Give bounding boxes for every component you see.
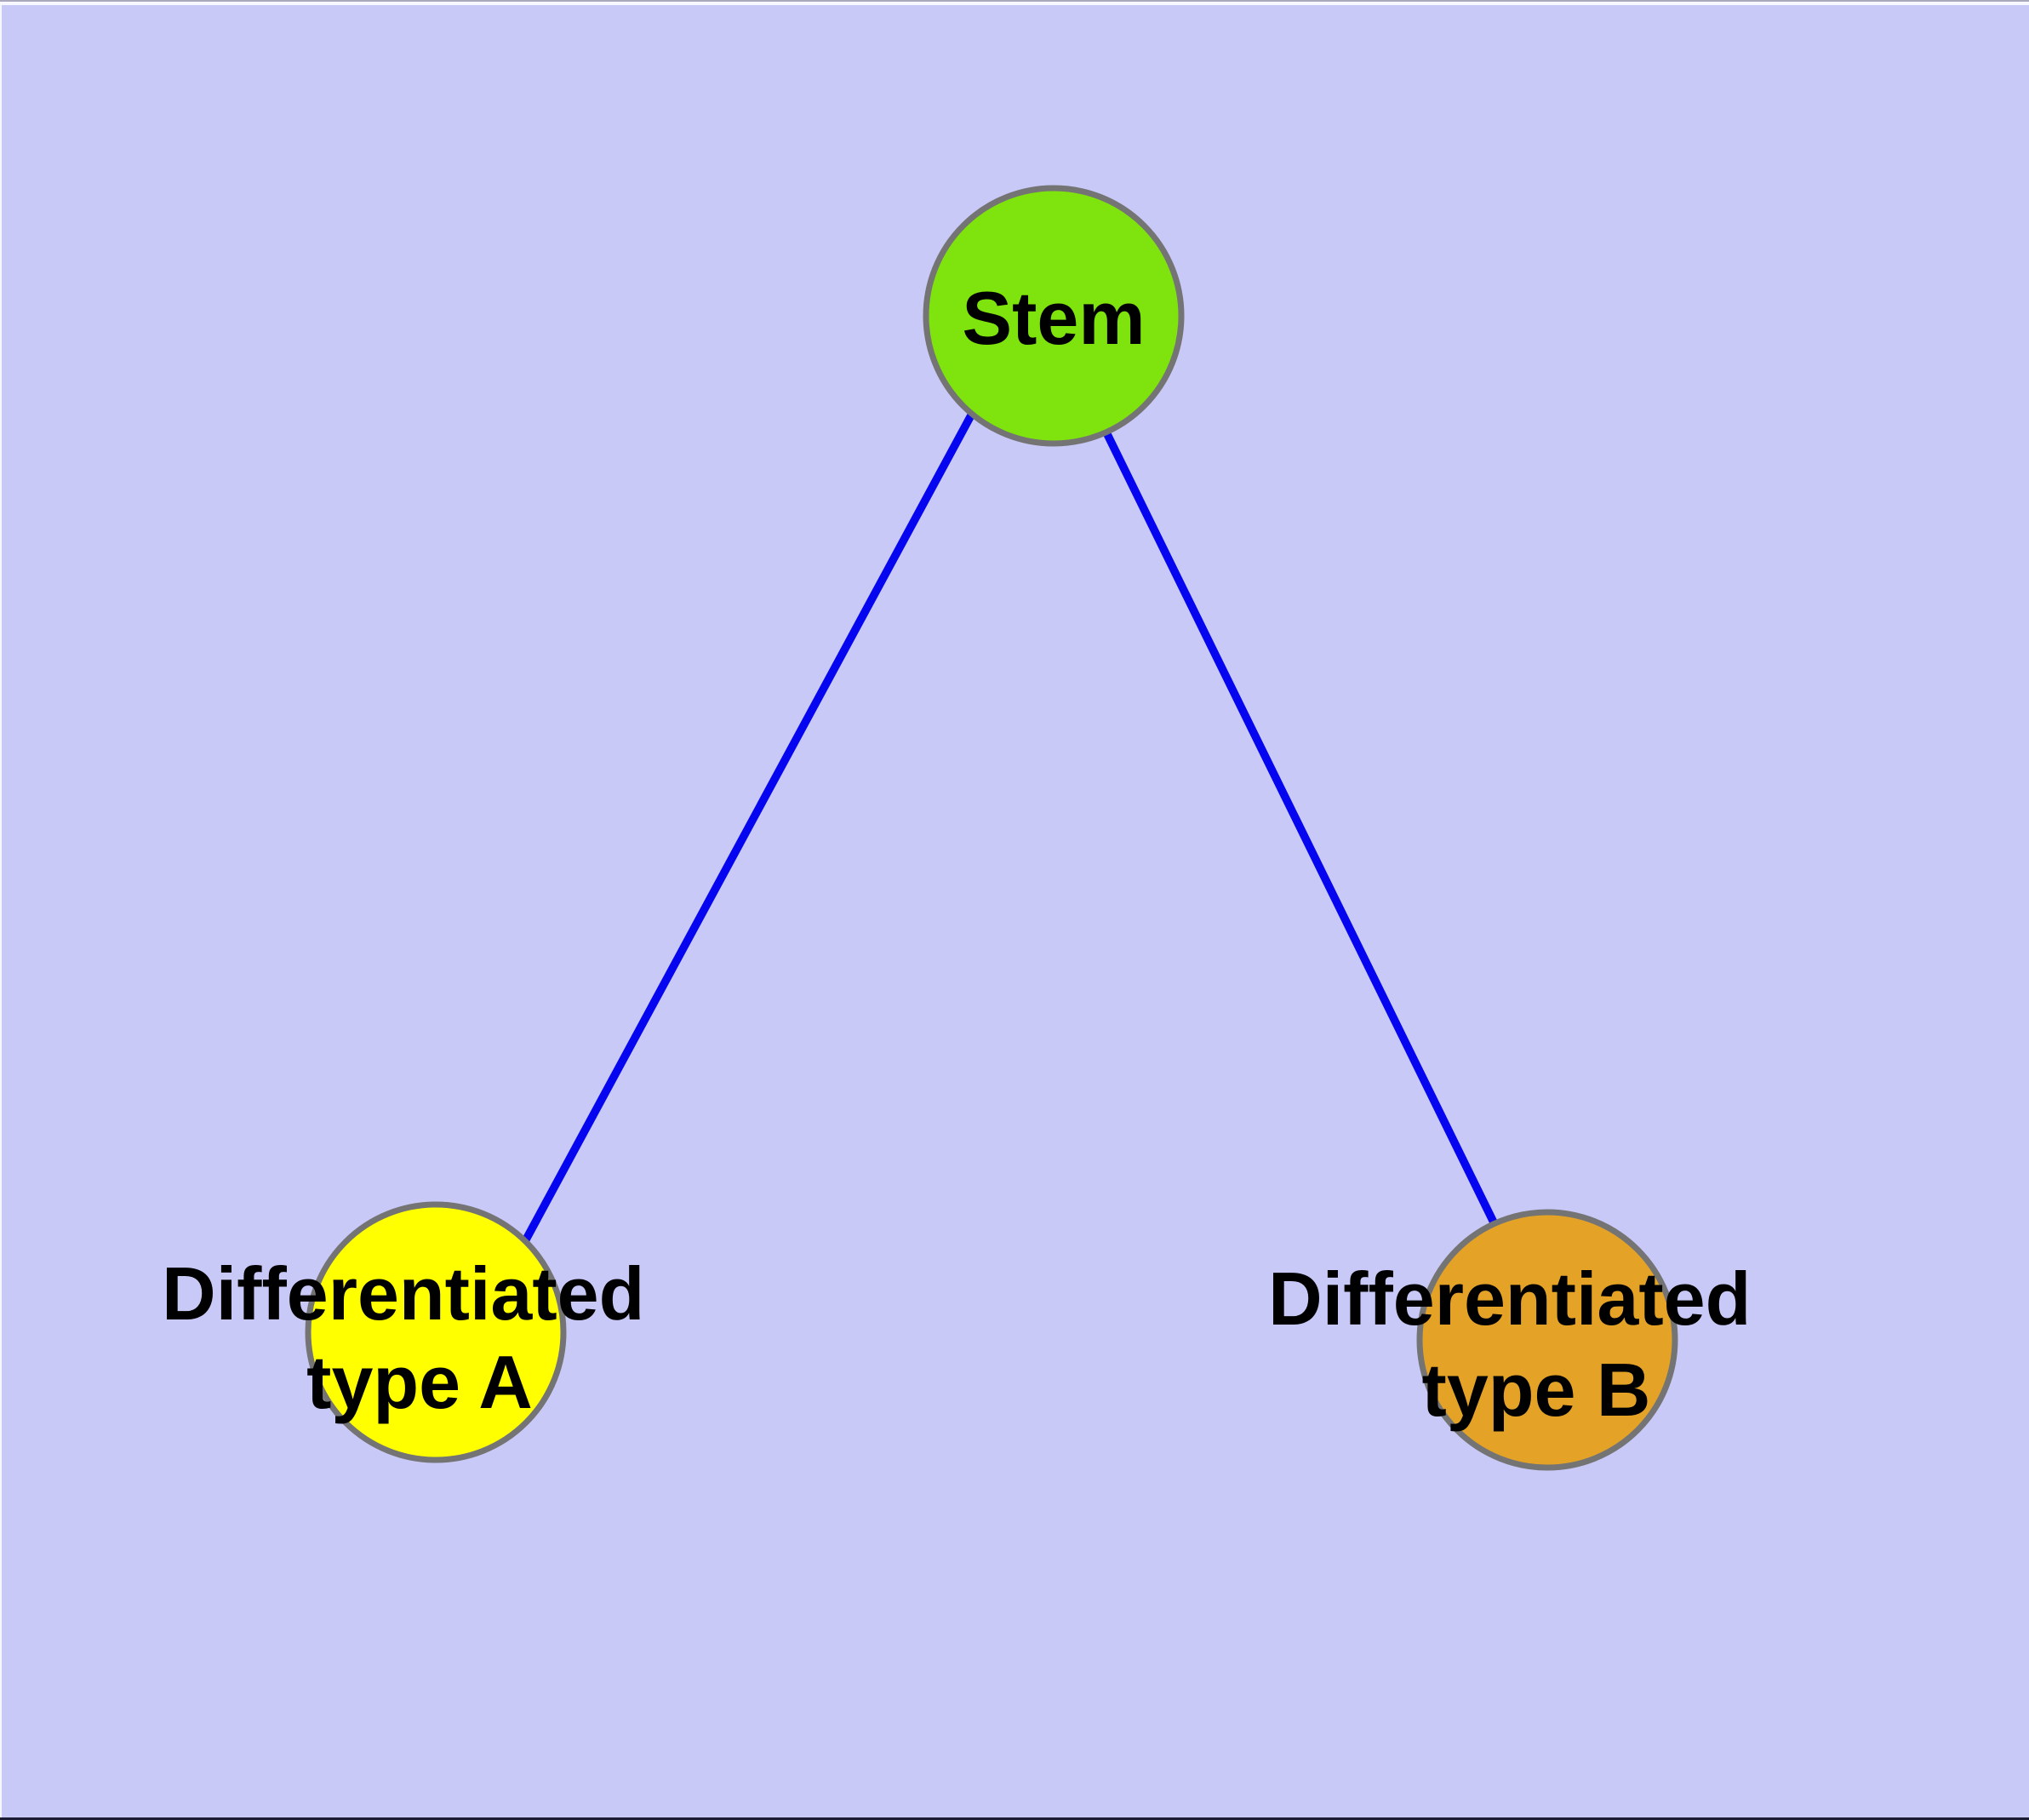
node-differentiated-type-a-label-line1: Differentiated [162,1251,644,1336]
frame-bottom-line [0,1817,2029,1820]
node-stem-label: Stem [962,276,1145,360]
frame-top-strip [0,2,2029,5]
node-stem-label-line: Stem [962,276,1145,360]
node-differentiated-type-b-label-line1: Differentiated [1268,1256,1751,1341]
node-differentiated-type-a-label: Differentiated type A [162,1251,666,1424]
frame-top-line [0,0,2029,2]
node-stem-circle[interactable] [923,185,1185,447]
edge-stem-to-type-a [521,411,976,1244]
node-differentiated-type-a-label-line2: type A [306,1340,533,1424]
edge-stem-to-type-b [1102,430,1499,1227]
node-differentiated-type-a-circle[interactable] [305,1201,567,1463]
node-differentiated-type-b-circle[interactable] [1416,1209,1678,1471]
node-differentiated-type-b-label: Differentiated type B [1268,1256,1772,1432]
node-differentiated-type-b-label-line2: type B [1422,1348,1651,1432]
frame-left-strip [0,2,2,1820]
